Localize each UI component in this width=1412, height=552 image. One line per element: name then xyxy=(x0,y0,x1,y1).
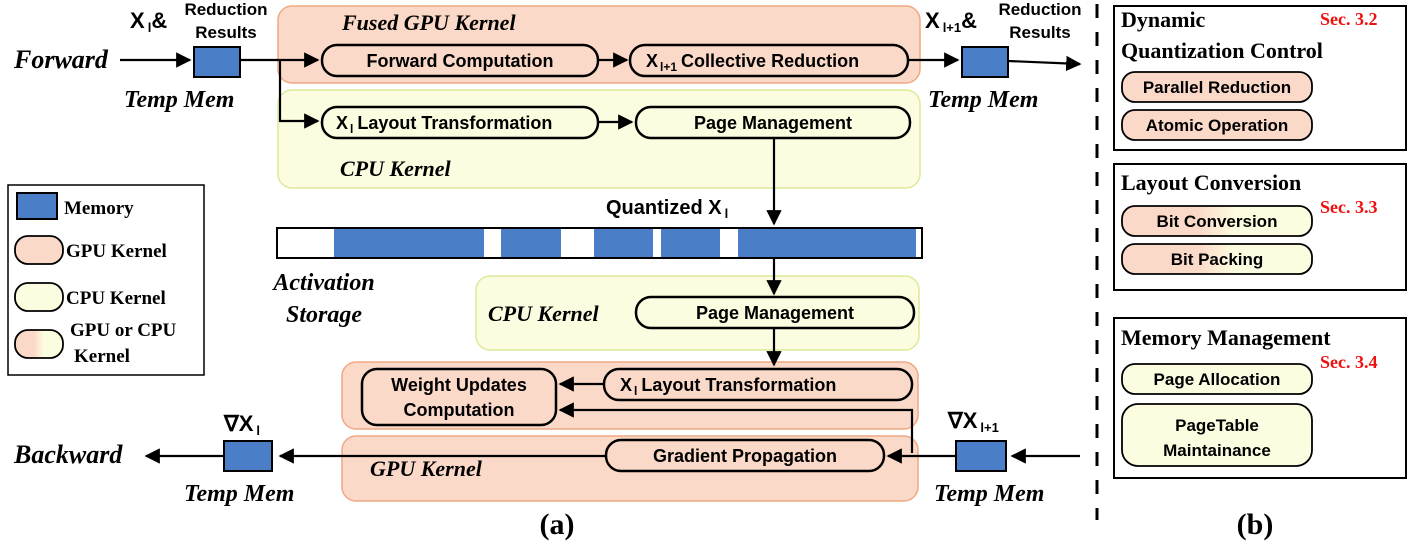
storage-segment-2 xyxy=(501,229,561,257)
lc-item-bit-packing-label: Bit Packing xyxy=(1171,250,1264,269)
storage-segment-3 xyxy=(594,229,653,257)
legend-cpu-swatch xyxy=(14,282,64,312)
temp-mem-backward-right xyxy=(955,440,1007,472)
page-management-backward-label: Page Management xyxy=(696,303,854,323)
fused-gpu-kernel-title: Fused GPU Kernel xyxy=(341,10,516,35)
storage-segment-5 xyxy=(738,229,916,257)
forward-label: Forward xyxy=(13,45,109,74)
temp-mem-label-forward-right: Temp Mem xyxy=(928,87,1038,113)
mm-item-pagetable xyxy=(1121,403,1313,467)
dq-item-atomic-operation-label: Atomic Operation xyxy=(1146,116,1289,135)
temp-mem-label-backward-left: Temp Mem xyxy=(184,481,294,507)
panel-lc-sec: Sec. 3.3 xyxy=(1320,197,1378,217)
edge-grad-to-weight xyxy=(558,402,914,453)
legend-memory-label: Memory xyxy=(64,198,134,219)
forward-out-arrow xyxy=(1007,55,1082,72)
forward-computation-label: Forward Computation xyxy=(367,51,554,71)
panel-mm-title: Memory Management xyxy=(1121,325,1331,350)
legend-cpu-label: CPU Kernel xyxy=(66,288,166,309)
mm-item-page-allocation-label: Page Allocation xyxy=(1154,370,1281,389)
cpu-kernel-title-forward: CPU Kernel xyxy=(340,156,452,181)
caption-a: (a) xyxy=(540,508,575,541)
legend-mixed-swatch xyxy=(14,329,64,359)
legend-memory-swatch xyxy=(16,192,58,220)
dq-item-parallel-reduction xyxy=(1121,71,1313,103)
gpu-kernel-title: GPU Kernel xyxy=(370,456,483,481)
temp-mem-label-backward-right: Temp Mem xyxy=(934,481,1044,507)
temp-mem-forward-right xyxy=(961,46,1009,78)
storage-segment-1 xyxy=(334,229,484,257)
dq-item-atomic-operation xyxy=(1121,109,1313,141)
edge-branch-to-layout xyxy=(278,60,320,129)
page-management-forward-label: Page Management xyxy=(694,113,852,133)
dq-item-parallel-reduction-label: Parallel Reduction xyxy=(1143,78,1291,97)
cpu-kernel-title-backward: CPU Kernel xyxy=(488,301,600,326)
lc-item-bit-conversion xyxy=(1121,205,1313,237)
backward-label: Backward xyxy=(13,440,123,469)
temp-mem-forward-left xyxy=(193,46,241,78)
panel-lc-title: Layout Conversion xyxy=(1121,170,1301,195)
temp-mem-backward-left xyxy=(223,440,273,472)
mm-item-page-allocation xyxy=(1121,363,1313,395)
lc-item-bit-packing xyxy=(1121,243,1313,275)
gradient-propagation-label: Gradient Propagation xyxy=(653,446,837,466)
legend-gpu-swatch xyxy=(14,235,64,265)
legend-gpu-label: GPU Kernel xyxy=(66,241,167,262)
storage-segment-4 xyxy=(661,229,720,257)
panel-mm-sec: Sec. 3.4 xyxy=(1320,352,1378,372)
lc-item-bit-conversion-label: Bit Conversion xyxy=(1157,212,1278,231)
temp-mem-label-forward-left: Temp Mem xyxy=(124,87,234,113)
node-weight-updates xyxy=(360,367,558,427)
panel-dq-sec: Sec. 3.2 xyxy=(1320,9,1378,29)
caption-b: (b) xyxy=(1237,508,1274,541)
